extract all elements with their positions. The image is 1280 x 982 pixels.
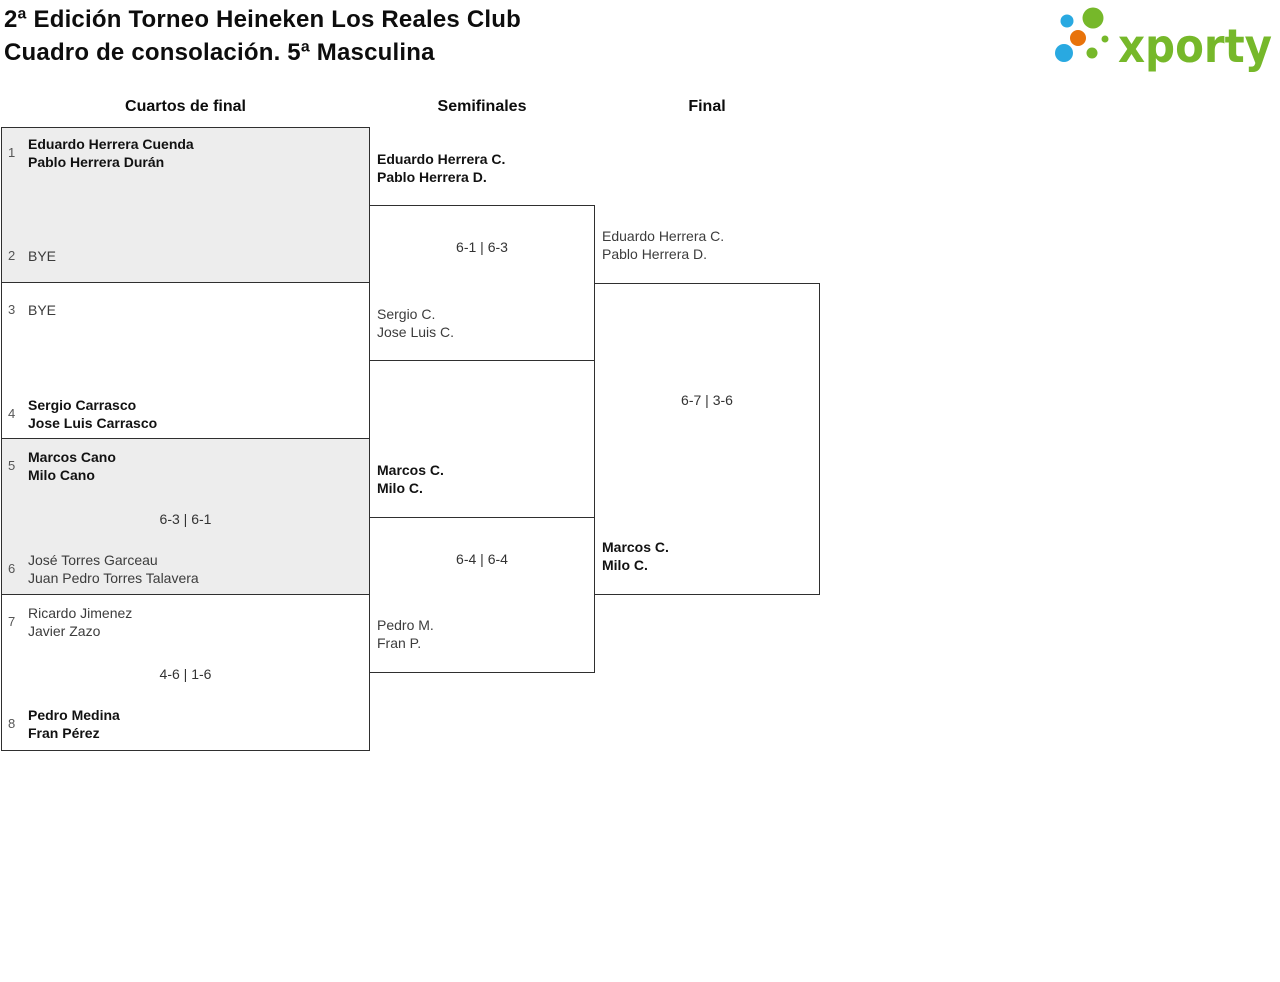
semifinal-match-2-box — [369, 517, 595, 673]
team-player-1: José Torres Garceau — [28, 552, 158, 568]
team-player-1: Sergio Carrasco — [28, 397, 137, 413]
tournament-title: 2ª Edición Torneo Heineken Los Reales Cl… — [4, 6, 521, 33]
team-player-1: Marcos C. — [602, 539, 669, 555]
team-player-1: BYE — [28, 248, 57, 264]
qf1-team1-slot: Eduardo Herrera Cuenda Pablo Herrera Dur… — [28, 135, 194, 171]
team-player-2: Pablo Herrera Durán — [28, 154, 165, 170]
xporty-logo[interactable]: xporty — [1040, 4, 1280, 80]
seed-number: 2 — [8, 248, 16, 263]
logo-dot-green-tiny — [1101, 35, 1109, 43]
seed-number: 6 — [8, 561, 16, 576]
team-player-2: Milo C. — [377, 480, 423, 496]
qf2-team2-slot: Sergio Carrasco Jose Luis Carrasco — [28, 396, 157, 432]
seed-number: 7 — [8, 614, 16, 629]
sf2-team1-slot: Marcos C. Milo C. — [377, 461, 444, 497]
logo-dot-orange — [1070, 30, 1086, 46]
team-player-1: Eduardo Herrera C. — [377, 151, 506, 167]
team-player-2: Juan Pedro Torres Talavera — [28, 570, 199, 586]
seed-number: 4 — [8, 406, 16, 421]
team-player-2: Pablo Herrera D. — [602, 246, 708, 262]
seed-number: 3 — [8, 302, 16, 317]
seed-number: 5 — [8, 458, 16, 473]
team-player-1: Pedro M. — [377, 617, 434, 633]
qf2-team1-slot: BYE — [28, 301, 56, 319]
team-player-1: Marcos C. — [377, 462, 444, 478]
qf3-team2-slot: José Torres Garceau Juan Pedro Torres Ta… — [28, 551, 199, 587]
team-player-1: Sergio C. — [377, 306, 436, 322]
qf3-team1-slot: Marcos Cano Milo Cano — [28, 448, 116, 484]
qf4-team1-slot: Ricardo Jimenez Javier Zazo — [28, 604, 132, 640]
qf4-team2-slot: Pedro Medina Fran Pérez — [28, 706, 120, 742]
logo-wordmark: xporty — [1118, 19, 1272, 73]
team-player-2: Jose Luis C. — [377, 324, 455, 340]
team-player-2: Fran P. — [377, 635, 422, 651]
team-player-2: Milo C. — [602, 557, 648, 573]
logo-dot-blue-small — [1060, 14, 1074, 28]
team-player-1: BYE — [28, 302, 57, 318]
team-player-2: Fran Pérez — [28, 725, 100, 741]
sf1-team2-slot: Sergio C. Jose Luis C. — [377, 305, 454, 341]
qf3-match-score: 6-3 | 6-1 — [159, 511, 212, 527]
team-player-1: Pedro Medina — [28, 707, 120, 723]
final-team1-slot: Eduardo Herrera C. Pablo Herrera D. — [602, 227, 724, 263]
sf2-team2-slot: Pedro M. Fran P. — [377, 616, 434, 652]
team-player-1: Ricardo Jimenez — [28, 605, 133, 621]
sf1-match-score: 6-1 | 6-3 — [456, 239, 508, 255]
sf2-match-score: 6-4 | 6-4 — [456, 551, 508, 567]
sf1-team1-slot: Eduardo Herrera C. Pablo Herrera D. — [377, 150, 505, 186]
logo-dot-blue-large — [1055, 44, 1073, 62]
logo-dot-green-large — [1082, 7, 1104, 29]
bracket-subtitle: Cuadro de consolación. 5ª Masculina — [4, 39, 435, 66]
quarterfinal-match-1-box — [1, 127, 370, 283]
team-player-2: Javier Zazo — [28, 623, 101, 639]
logo-dot-green-small — [1086, 47, 1098, 59]
round-header-semifinales: Semifinales — [437, 98, 527, 115]
round-header-cuartos-de-final: Cuartos de final — [125, 98, 246, 115]
qf1-team2-slot: BYE — [28, 247, 56, 265]
qf4-match-score: 4-6 | 1-6 — [159, 666, 212, 682]
round-header-final: Final — [688, 98, 726, 115]
seed-number: 8 — [8, 716, 16, 731]
final-winner-slot: Marcos C. Milo C. — [602, 538, 669, 574]
team-player-2: Jose Luis Carrasco — [28, 415, 158, 431]
final-match-score: 6-7 | 3-6 — [681, 392, 733, 408]
team-player-2: Pablo Herrera D. — [377, 169, 487, 185]
final-match-box — [594, 283, 820, 595]
team-player-1: Marcos Cano — [28, 449, 116, 465]
team-player-1: Eduardo Herrera Cuenda — [28, 136, 194, 152]
team-player-2: Milo Cano — [28, 467, 95, 483]
quarterfinal-match-3-box — [1, 438, 370, 595]
team-player-1: Eduardo Herrera C. — [602, 228, 725, 244]
seed-number: 1 — [8, 145, 16, 160]
